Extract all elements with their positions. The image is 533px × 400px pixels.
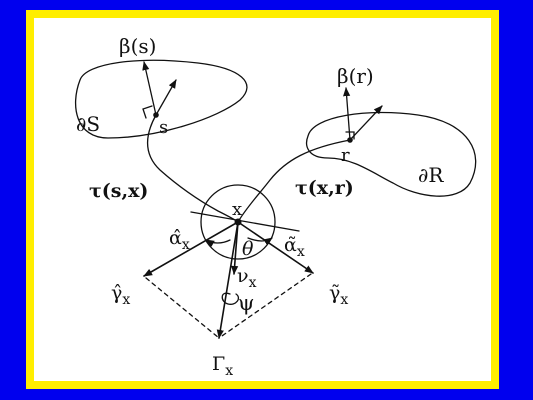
label-nu: νx: [237, 265, 257, 291]
normal-arrow-beta-r: [343, 87, 351, 141]
ray-path-s-to-x: [146, 114, 239, 223]
gamma-tilde-arrow: [237, 221, 314, 274]
psi-rotation-arc: [221, 292, 240, 305]
label-beta-r: β(r): [337, 64, 374, 88]
right-angle-mark-r: [345, 131, 355, 140]
label-partial-r: ∂R: [418, 163, 444, 187]
label-gamma-hat: γ̂x: [111, 282, 130, 308]
label-alpha-tilde: α̃x: [284, 234, 305, 260]
source-surface-outline: [74, 59, 248, 139]
dashed-line-left: [145, 277, 220, 339]
label-alpha-hat: α̂x: [169, 227, 190, 253]
ray-path-x-to-r: [237, 139, 351, 223]
alpha-tilde-arc-arrow: [247, 237, 273, 246]
gamma-hat-arrow: [143, 221, 239, 277]
label-gamma: Γx: [212, 353, 233, 379]
point-x-dot: [234, 218, 242, 226]
ray-arrow-at-s: [155, 79, 177, 116]
right-angle-mark-s: [142, 105, 153, 119]
label-psi: ψ: [238, 291, 254, 315]
tangent-line: [190, 211, 300, 232]
point-s-dot: [153, 112, 159, 118]
alpha-hat-arc-arrow: [205, 239, 231, 248]
label-beta-s: β(s): [119, 34, 156, 58]
label-point-r: r: [341, 145, 350, 166]
label-point-x: x: [232, 199, 242, 220]
point-r-dot: [347, 137, 353, 143]
gamma-arrow: [216, 221, 239, 339]
label-partial-s: ∂S: [76, 112, 100, 136]
diagram-frame: β(s) β(r) ∂S ∂R s r x τ(s,x) τ(x,r) α̂x …: [26, 10, 499, 389]
dashed-line-right: [218, 273, 312, 339]
label-point-s: s: [159, 117, 168, 138]
label-theta: θ: [242, 238, 254, 260]
scattering-geometry-diagram: β(s) β(r) ∂S ∂R s r x τ(s,x) τ(x,r) α̂x …: [74, 34, 477, 379]
label-tau-sx: τ(s,x): [89, 180, 148, 202]
scattering-circle: [200, 184, 276, 260]
label-gamma-tilde: γ̃x: [329, 282, 348, 308]
ray-arrow-at-r: [349, 105, 383, 141]
label-tau-xr: τ(x,r): [295, 177, 354, 199]
normal-arrow-beta-s: [142, 61, 157, 116]
